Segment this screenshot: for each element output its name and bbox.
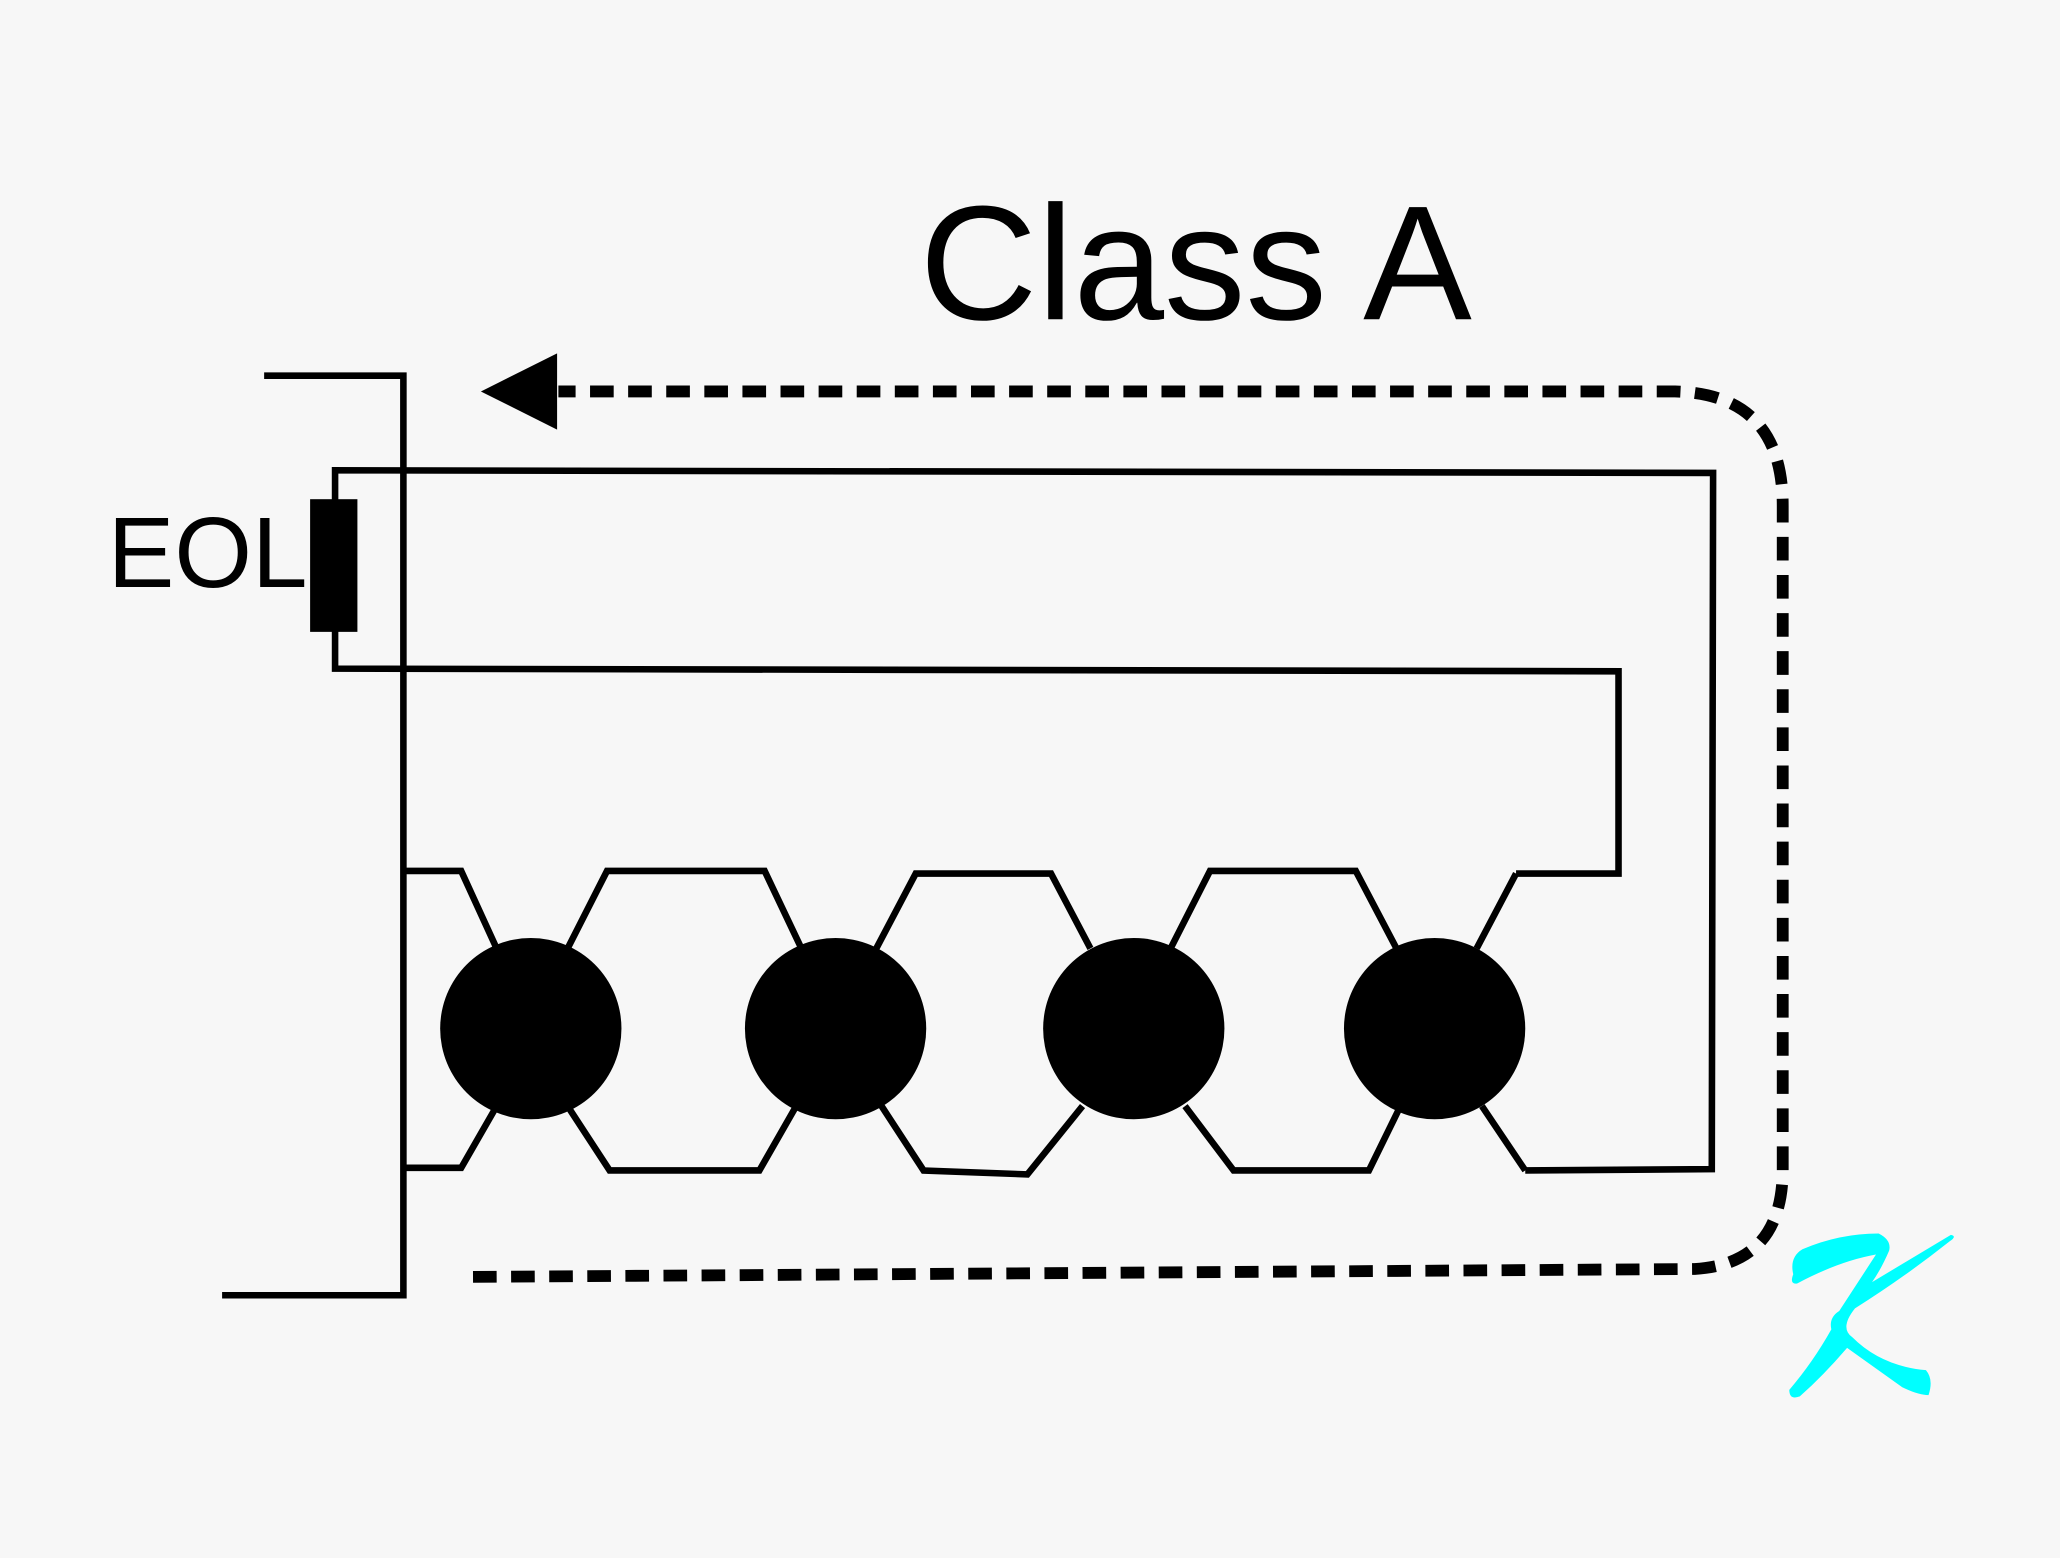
eol-resistor — [310, 499, 358, 632]
chain-upper-wire — [1473, 872, 1519, 950]
eol-loop-wire — [331, 466, 1717, 1174]
chain-upper-wire — [873, 870, 1094, 950]
chain-lower-wire — [878, 1104, 1086, 1178]
chain-upper-wire — [403, 867, 500, 950]
device-4 — [1343, 937, 1526, 1120]
device-2 — [744, 937, 927, 1120]
chain-lower-wire — [1479, 1104, 1528, 1173]
class-a-return-path — [472, 385, 1789, 1283]
device-3 — [1043, 937, 1225, 1120]
chain-lower-wire — [1182, 1104, 1404, 1174]
eol-return-wire — [331, 630, 1622, 877]
chain-lower-wire — [564, 1104, 800, 1174]
diagram-title: Class A — [920, 172, 1473, 354]
chain-upper-wire — [1167, 867, 1400, 950]
panel-bus — [222, 372, 407, 1299]
k-logo-icon — [1789, 1233, 1954, 1398]
eol-label: EOL — [108, 498, 308, 609]
chain-lower-wire — [403, 1104, 500, 1172]
device-1 — [440, 937, 622, 1120]
chain-upper-wire — [564, 867, 805, 950]
arrowhead-icon — [480, 353, 558, 430]
